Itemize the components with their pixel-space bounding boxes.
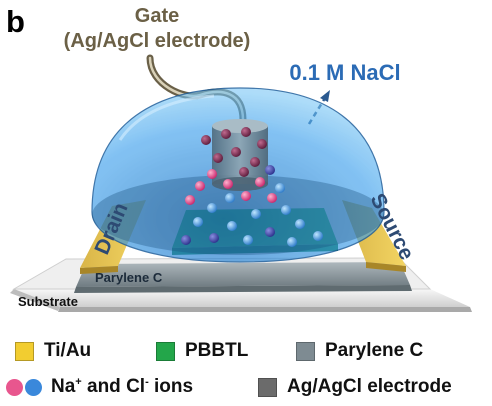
cl-ion xyxy=(209,233,219,243)
electrolyte-label: 0.1 M NaCl xyxy=(289,60,400,85)
cl-ion xyxy=(193,217,203,227)
cl-ion xyxy=(287,237,297,247)
na-ion xyxy=(207,169,217,179)
electrolyte-arrow xyxy=(307,90,330,125)
cl-ion xyxy=(281,205,291,215)
gate-label: Gate xyxy=(135,5,179,27)
na-ion xyxy=(257,139,267,149)
substrate-label: Substrate xyxy=(18,294,78,309)
na-ion xyxy=(239,167,249,177)
ions xyxy=(181,127,323,247)
na-ion xyxy=(255,177,265,187)
parylene-layer xyxy=(74,262,412,293)
cl-ion xyxy=(265,227,275,237)
cl-ion xyxy=(227,221,237,231)
na-ion xyxy=(241,127,251,137)
na-ion xyxy=(231,147,241,157)
gate-electrode-label: (Ag/AgCl electrode) xyxy=(64,30,251,52)
cl-ion xyxy=(295,219,305,229)
na-ion xyxy=(213,153,223,163)
na-ion xyxy=(241,191,251,201)
na-ion xyxy=(267,193,277,203)
na-ion xyxy=(201,135,211,145)
cl-ion xyxy=(181,235,191,245)
cl-ion xyxy=(207,203,217,213)
cl-ion xyxy=(251,209,261,219)
panel-label: b xyxy=(6,4,25,39)
cl-ion xyxy=(225,193,235,203)
cl-ion xyxy=(243,235,253,245)
na-ion xyxy=(250,157,260,167)
na-ion xyxy=(221,129,231,139)
na-ion xyxy=(185,195,195,205)
na-ion xyxy=(195,181,205,191)
parylene-label: Parylene C xyxy=(95,270,163,285)
na-ion xyxy=(223,179,233,189)
cl-ion xyxy=(275,183,285,193)
cl-ion xyxy=(313,231,323,241)
cl-ion xyxy=(265,165,275,175)
